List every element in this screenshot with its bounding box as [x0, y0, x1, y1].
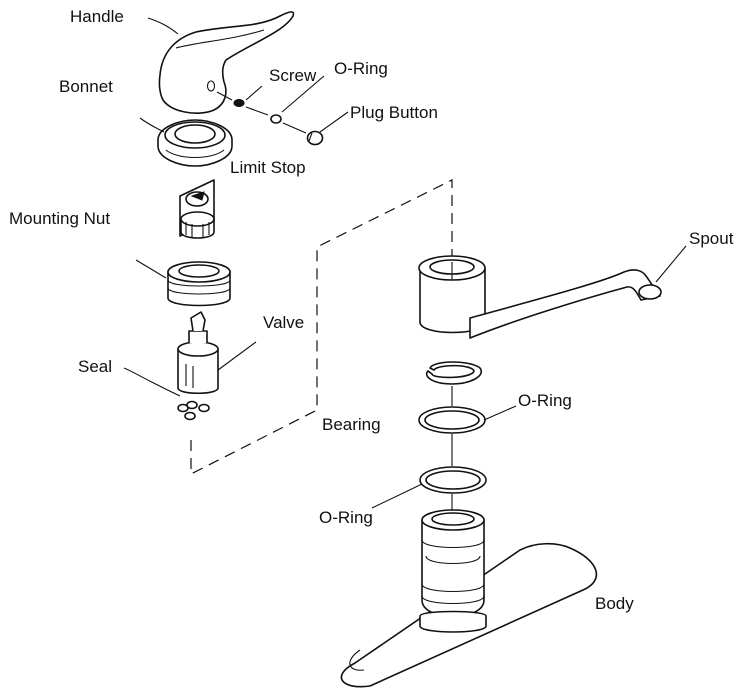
label-o-ring-lower: O-Ring	[319, 508, 373, 527]
label-limit-stop: Limit Stop	[230, 158, 306, 177]
assembly-path	[190, 179, 453, 475]
label-o-ring-top: O-Ring	[334, 59, 388, 78]
screw	[233, 99, 245, 107]
leader-lines	[123, 17, 687, 509]
label-seal: Seal	[78, 357, 112, 376]
o-ring-lower	[419, 466, 487, 494]
label-o-ring-middle: O-Ring	[518, 391, 572, 410]
label-mounting-nut: Mounting Nut	[9, 209, 110, 228]
label-plug-button: Plug Button	[350, 103, 438, 122]
body	[340, 509, 598, 688]
seal-rings	[177, 400, 210, 421]
bonnet	[157, 119, 233, 167]
valve	[177, 311, 219, 395]
label-bonnet: Bonnet	[59, 77, 113, 96]
handle	[158, 11, 295, 114]
label-screw: Screw	[269, 66, 317, 85]
plug-button	[306, 130, 324, 146]
label-body: Body	[595, 594, 634, 613]
handle-axis	[216, 91, 307, 134]
label-bearing: Bearing	[322, 415, 381, 434]
limit-stop	[179, 179, 215, 239]
o-ring-middle	[418, 406, 486, 434]
label-handle: Handle	[70, 7, 124, 26]
mounting-nut	[167, 261, 231, 307]
label-valve: Valve	[263, 313, 304, 332]
o-ring-top	[270, 114, 282, 124]
spout	[418, 255, 662, 339]
bearing	[425, 361, 483, 385]
label-spout: Spout	[689, 229, 734, 248]
